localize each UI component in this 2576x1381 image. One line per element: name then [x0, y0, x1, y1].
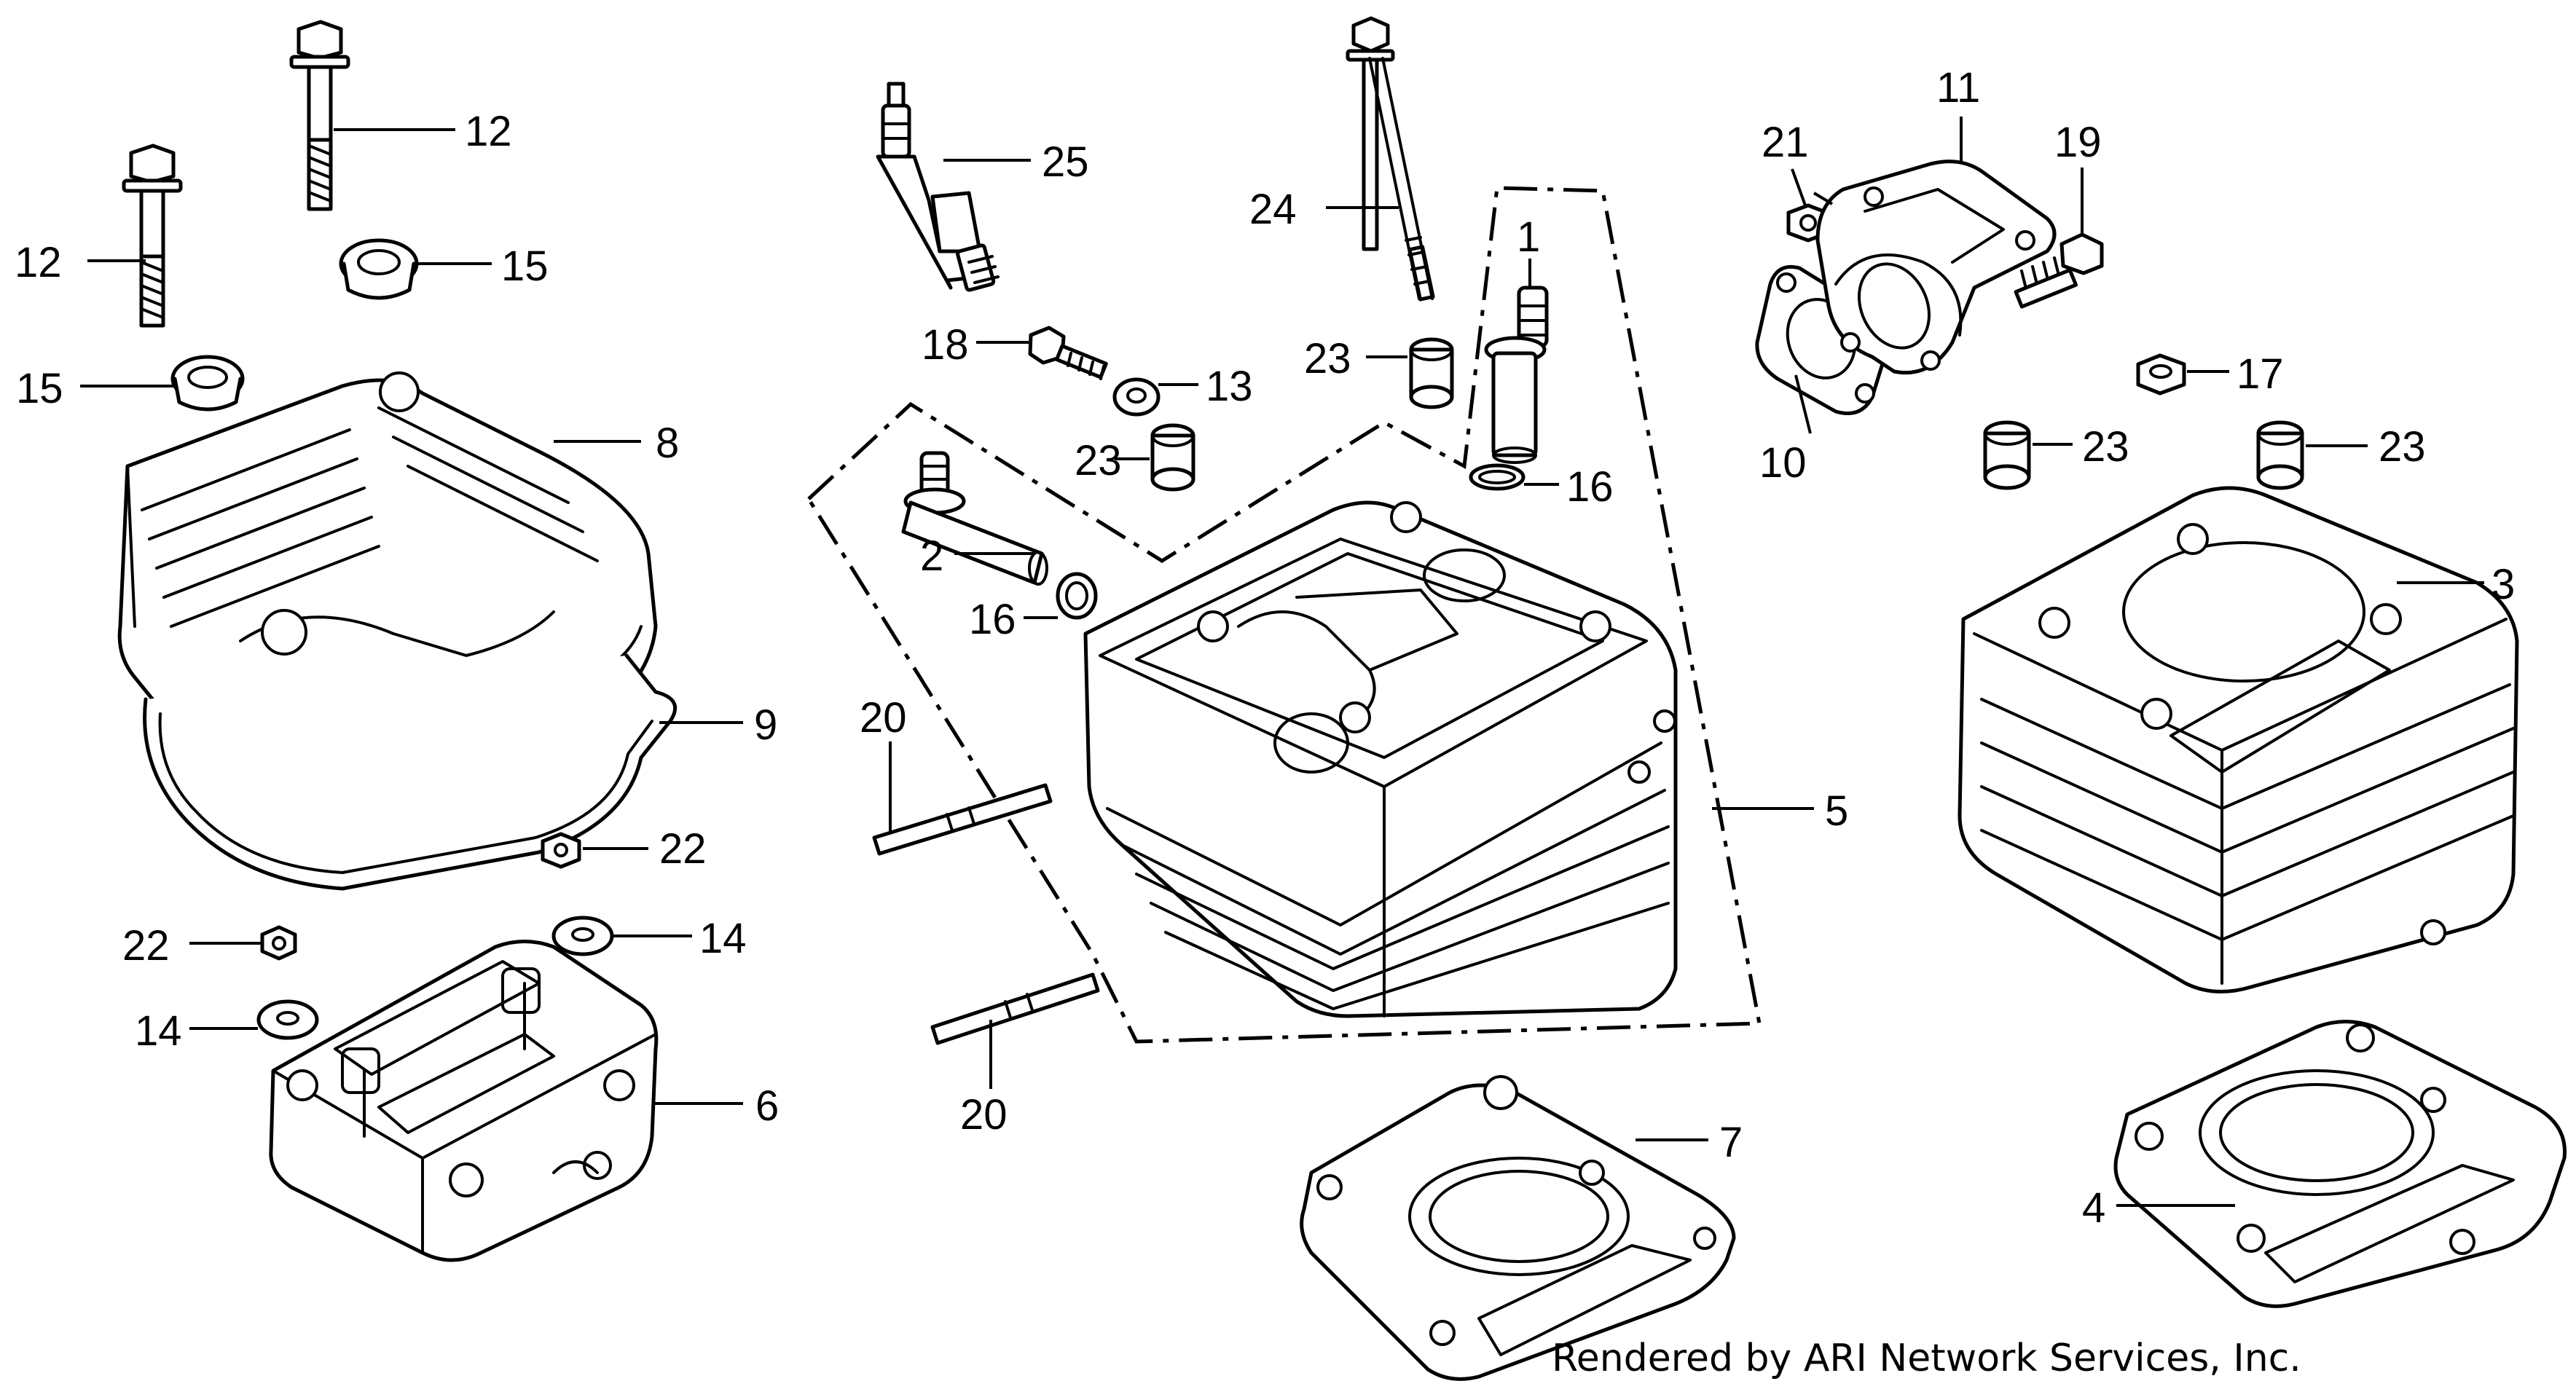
callout-22b: 22	[122, 922, 170, 969]
bolt-18[interactable]	[1028, 326, 1108, 380]
callout-12a: 12	[465, 108, 512, 155]
head-gasket-7[interactable]	[1300, 1075, 1736, 1381]
callout-11: 11	[1936, 64, 1980, 111]
callout-24: 24	[1249, 186, 1297, 233]
callout-14b: 14	[135, 1007, 182, 1055]
cylinder-3[interactable]	[1957, 486, 2519, 994]
callout-5: 5	[1825, 787, 1848, 835]
dowel-pin-23-right-b[interactable]	[2256, 420, 2304, 490]
callout-3: 3	[2491, 561, 2515, 608]
washer-14-right[interactable]	[551, 916, 614, 956]
valve-guide-1[interactable]	[1484, 286, 1549, 464]
callout-25: 25	[1042, 138, 1089, 186]
valve-guide-2[interactable]	[901, 451, 1048, 586]
rendered-by-credit: Rendered by ARI Network Services, Inc.	[1552, 1337, 2301, 1380]
callout-20a: 20	[860, 694, 907, 741]
callout-19: 19	[2054, 119, 2102, 166]
stud-20-lower[interactable]	[930, 972, 1100, 1045]
washer-14-left[interactable]	[256, 999, 319, 1040]
callout-23d: 23	[2379, 423, 2426, 471]
callout-8: 8	[656, 420, 679, 467]
intake-pipe-11[interactable]	[1815, 160, 2057, 375]
bolt-19[interactable]	[2014, 232, 2104, 309]
callout-15a: 15	[501, 243, 549, 290]
callout-12b: 12	[15, 239, 62, 286]
rocker-holder-6[interactable]	[269, 940, 659, 1262]
nut-22-left[interactable]	[260, 925, 297, 961]
callout-10: 10	[1759, 439, 1807, 487]
bolt-12-lower[interactable]	[122, 143, 183, 328]
callout-21: 21	[1762, 119, 1809, 166]
callout-6: 6	[755, 1082, 779, 1130]
seal-15-right[interactable]	[339, 238, 419, 300]
callout-18: 18	[922, 321, 969, 369]
assembly-boundary	[806, 186, 1762, 1044]
callout-1: 1	[1517, 213, 1540, 261]
seal-15-left[interactable]	[170, 355, 245, 412]
stud-20-upper[interactable]	[872, 783, 1053, 856]
callout-23a: 23	[1075, 437, 1122, 484]
callout-23c: 23	[2082, 423, 2129, 471]
callout-16a: 16	[969, 596, 1016, 643]
callout-14a: 14	[699, 915, 747, 962]
callout-4: 4	[2082, 1184, 2105, 1232]
callout-16b: 16	[1566, 463, 1614, 511]
callout-22a: 22	[659, 825, 707, 873]
washer-13[interactable]	[1112, 377, 1161, 417]
dowel-pin-23-center[interactable]	[1150, 423, 1195, 492]
nut-22-right[interactable]	[541, 832, 581, 869]
callout-13: 13	[1206, 363, 1253, 410]
o-ring-16-upper[interactable]	[1469, 463, 1525, 491]
callout-23b: 23	[1304, 335, 1351, 382]
callout-2: 2	[920, 532, 943, 580]
callout-15b: 15	[16, 365, 63, 412]
callout-20b: 20	[960, 1091, 1008, 1138]
callout-17: 17	[2237, 350, 2284, 398]
o-ring-16-lower[interactable]	[1056, 572, 1098, 620]
callout-7: 7	[1719, 1119, 1743, 1166]
stud-bolt-24[interactable]	[1346, 16, 1435, 302]
nut-17[interactable]	[2136, 353, 2186, 396]
callout-9: 9	[754, 701, 777, 749]
base-gasket-4[interactable]	[2113, 1020, 2567, 1308]
cylinder-head-5[interactable]	[1083, 500, 1678, 1018]
dowel-pin-23-right-a[interactable]	[1983, 420, 2031, 490]
spark-plug-25[interactable]	[876, 82, 1000, 292]
bolt-12-upper[interactable]	[289, 20, 350, 211]
gasket-9[interactable]	[143, 653, 678, 891]
dowel-pin-23-upper[interactable]	[1409, 337, 1454, 409]
